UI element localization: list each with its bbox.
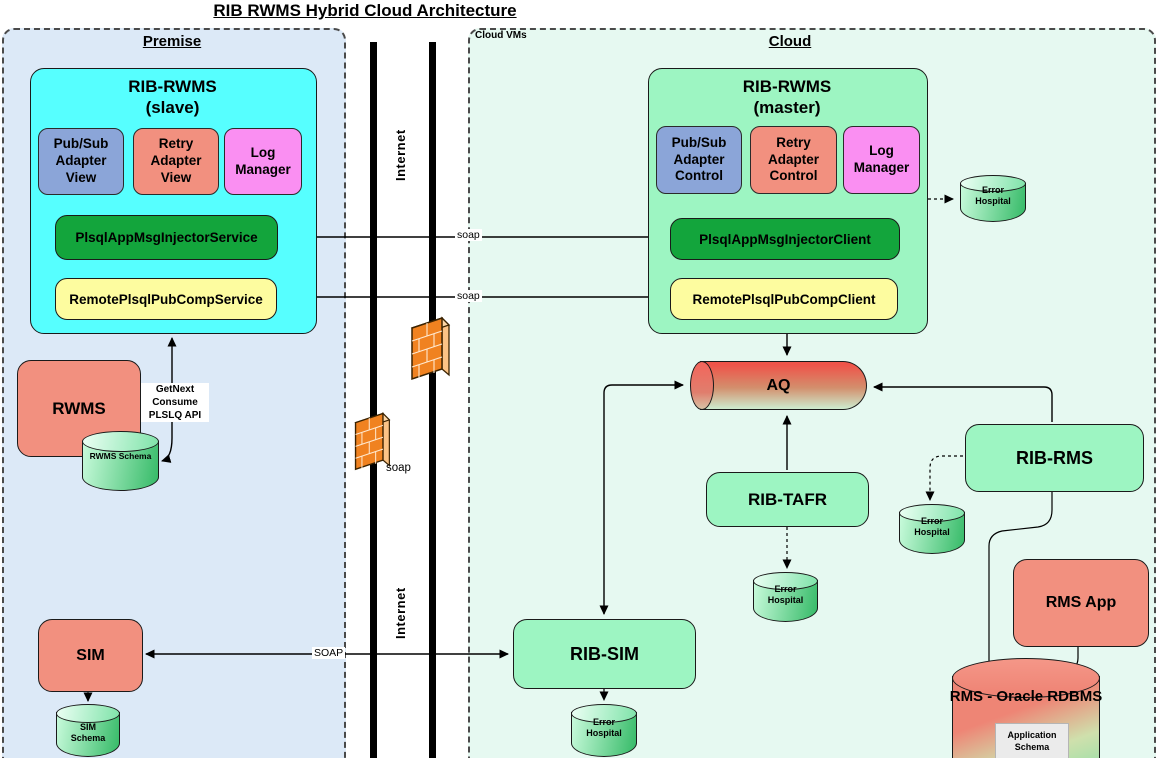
soap-label-sim-link: SOAP xyxy=(312,647,346,659)
cloud-vms-label: Cloud VMs xyxy=(475,30,527,41)
error-hospital-sim-cylinder: Error Hospital xyxy=(571,704,637,757)
rib-rms-box: RIB-RMS xyxy=(965,424,1144,492)
retry-adapter-control-box: Retry Adapter Control xyxy=(750,126,837,194)
error-hospital-rms-cylinder-top xyxy=(899,504,965,522)
error-hospital-tafr-label: Error Hospital xyxy=(767,584,804,605)
error-hospital-master-label: Error Hospital xyxy=(975,185,1011,207)
soap-label-firewall: soap xyxy=(386,462,411,474)
pubsub-adapter-view-box: Pub/Sub Adapter View xyxy=(38,128,124,195)
rib-rwms-slave-title: RIB-RWMS (slave) xyxy=(128,77,217,118)
soap-label-remote: soap xyxy=(455,290,482,302)
sim-schema-label: SIM Schema xyxy=(70,722,106,743)
rib-rwms-master-title: RIB-RWMS (master) xyxy=(742,77,832,118)
plsql-app-msg-injector-service-box: PlsqlAppMsgInjectorService xyxy=(55,215,278,260)
error-hospital-sim-label: Error Hospital xyxy=(586,716,622,738)
error-hospital-tafr-cylinder: Error Hospital xyxy=(753,572,818,622)
sim-box: SIM xyxy=(38,619,143,692)
internet-label-top: Internet xyxy=(393,129,408,181)
application-schema-box: Application Schema xyxy=(995,723,1069,758)
error-hospital-tafr-cylinder-top xyxy=(753,572,818,590)
internet-bar-right xyxy=(429,42,436,758)
rwms-schema-cylinder-top xyxy=(82,431,159,453)
rib-tafr-box: RIB-TAFR xyxy=(706,472,869,527)
retry-adapter-view-box: Retry Adapter View xyxy=(133,128,219,195)
internet-label-bottom: Internet xyxy=(393,587,408,639)
getnext-api-note: GetNext Consume PLSLQ API xyxy=(141,383,209,422)
sim-schema-cylinder: SIM Schema xyxy=(56,704,120,757)
aq-cylinder-cap xyxy=(690,361,714,410)
log-manager-slave-box: Log Manager xyxy=(224,128,302,195)
soap-label-injector: soap xyxy=(455,229,482,241)
cloud-region-title: Cloud xyxy=(768,33,812,50)
error-hospital-rms-cylinder: Error Hospital xyxy=(899,504,965,554)
remote-plsql-pub-comp-client-box: RemotePlsqlPubCompClient xyxy=(670,278,898,320)
pubsub-adapter-control-box: Pub/Sub Adapter Control xyxy=(656,126,742,194)
aq-queue-cylinder: AQ xyxy=(690,361,867,410)
internet-bar-left xyxy=(370,42,377,758)
error-hospital-master-cylinder: Error Hospital xyxy=(960,175,1026,222)
diagram-title: RIB RWMS Hybrid Cloud Architecture xyxy=(213,1,517,20)
error-hospital-rms-label: Error Hospital xyxy=(914,516,950,537)
aq-cylinder-body xyxy=(700,361,867,410)
aq-label: AQ xyxy=(766,376,791,394)
rms-oracle-rdbms-label: RMS - Oracle RDBMS xyxy=(949,688,1103,705)
rwms-schema-cylinder: RWMS Schema xyxy=(82,431,159,491)
premise-region-title: Premise xyxy=(142,33,202,50)
rms-app-box: RMS App xyxy=(1013,559,1149,647)
error-hospital-sim-cylinder-top xyxy=(571,704,637,723)
rwms-schema-label: RWMS Schema xyxy=(89,451,152,462)
rib-sim-box: RIB-SIM xyxy=(513,619,696,689)
sim-schema-cylinder-top xyxy=(56,704,120,723)
firewall-icon-1 xyxy=(410,316,451,381)
log-manager-master-box: Log Manager xyxy=(843,126,920,194)
remote-plsql-pub-comp-service-box: RemotePlsqlPubCompService xyxy=(55,278,277,320)
plsql-app-msg-injector-client-box: PlsqlAppMsgInjectorClient xyxy=(670,218,900,260)
rms-oracle-rdbms-cylinder: RMS - Oracle RDBMS Application Schema xyxy=(950,658,1102,758)
error-hospital-master-cylinder-top xyxy=(960,175,1026,193)
firewall-icon-2 xyxy=(354,412,391,471)
